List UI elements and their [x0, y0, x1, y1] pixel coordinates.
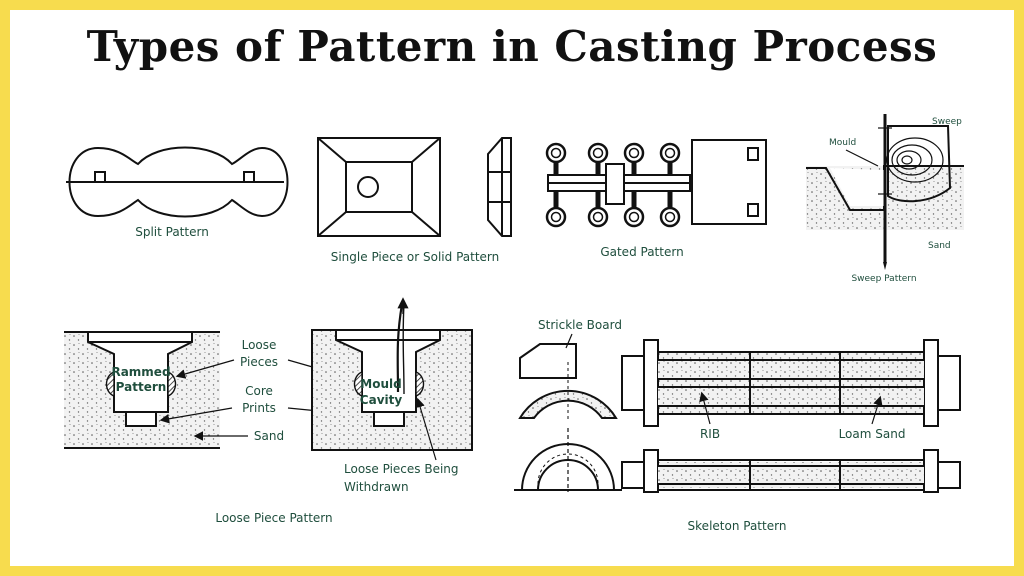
gated-ring [659, 142, 681, 164]
skeleton-lower-half-round [521, 443, 615, 491]
single-piece-side-view [487, 137, 512, 237]
loam-sand-fill [658, 352, 924, 414]
sweep-pattern-caption: Sweep Pattern [851, 274, 916, 284]
split-dowel-left [94, 171, 106, 183]
sweep-pattern-figure: Mould Sweep Sand Sweep Pattern [806, 114, 964, 284]
loose-piece-caption: Loose Piece Pattern [215, 511, 332, 525]
single-piece-caption: Single Piece or Solid Pattern [331, 250, 500, 264]
gated-ring-hole [592, 147, 604, 159]
cavity-label-2: Cavity [360, 393, 403, 407]
single-piece-inner-square [345, 161, 413, 213]
gated-ring-hole [550, 211, 562, 223]
split-dowel-right [243, 171, 255, 183]
loose-piece-pattern-figure: Rammed Pattern Loose Pieces Core Prints … [64, 297, 473, 525]
gated-sprue [605, 163, 625, 205]
gated-ring-hole [664, 211, 676, 223]
rib-label: RIB [700, 427, 720, 441]
loose-left-core-print [125, 411, 157, 427]
gated-pattern-figure: Gated Pattern [545, 139, 767, 259]
gated-ring [623, 142, 645, 164]
sand-label: Sand [254, 429, 284, 443]
skeleton-pattern-caption: Skeleton Pattern [688, 519, 787, 533]
sweep-label-sand: Sand [928, 241, 951, 251]
skeleton-pattern-figure: Strickle Board RIB Loam Sand [514, 318, 961, 533]
page-title: Types of Pattern in Casting Process [86, 22, 938, 71]
loose-label-1: Loose [242, 338, 277, 352]
core-label-2: Prints [242, 401, 276, 415]
gated-ring [623, 206, 645, 228]
sweep-mould-profile [806, 165, 964, 211]
skeleton-rib [657, 378, 925, 388]
gated-ring-hole [664, 147, 676, 159]
strickle-board-label: Strickle Board [538, 318, 622, 332]
skeleton-end-board-left [643, 339, 659, 427]
withdrawn-label-2: Withdrawn [344, 480, 409, 494]
split-pattern-figure: Split Pattern [66, 146, 289, 239]
withdrawn-label-1: Loose Pieces Being [344, 462, 459, 476]
gated-side-view [691, 139, 767, 225]
rammed-label-2: Pattern [116, 380, 167, 394]
gated-ring [587, 142, 609, 164]
skeleton-end-board-right [923, 339, 939, 427]
core-label-1: Core [245, 384, 273, 398]
split-pattern-outline [68, 146, 289, 218]
single-piece-pattern-figure: Single Piece or Solid Pattern [317, 137, 512, 264]
loam-sand-label: Loam Sand [839, 427, 906, 441]
gated-ring-hole [592, 211, 604, 223]
gated-ring [659, 206, 681, 228]
gated-ring-hole [628, 211, 640, 223]
gated-ring [545, 206, 567, 228]
single-piece-hole [357, 176, 379, 198]
rammed-label-1: Rammed [111, 365, 170, 379]
sweep-label-sweep: Sweep [932, 117, 962, 127]
gated-ring-hole [550, 147, 562, 159]
split-pattern-caption: Split Pattern [135, 225, 209, 239]
gated-ring [545, 142, 567, 164]
gated-ring-hole [628, 147, 640, 159]
cavity-label-1: Mould [360, 377, 401, 391]
sweep-board [887, 125, 952, 203]
single-piece-outer-square [317, 137, 441, 237]
loose-label-2: Pieces [240, 355, 278, 369]
gated-pattern-rings [545, 142, 681, 228]
strickle-board [519, 343, 577, 379]
gated-ring [587, 206, 609, 228]
sweep-label-mould: Mould [829, 138, 856, 148]
gated-pattern-caption: Gated Pattern [600, 245, 683, 259]
loose-right-core-print [373, 411, 405, 427]
